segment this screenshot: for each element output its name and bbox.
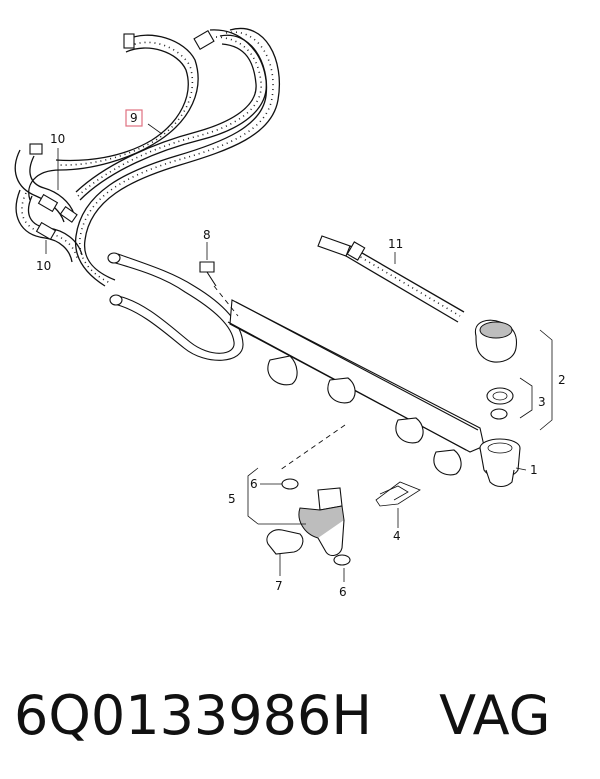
leader-lines (45, 123, 553, 582)
fuel-hose-assembly (14, 27, 280, 287)
retaining-clip (375, 481, 421, 507)
highlight-box (125, 109, 143, 127)
callout-7: 7 (275, 579, 283, 593)
callout-6-lower: 6 (339, 585, 347, 599)
part-caption: 6Q0133986H VAG (14, 676, 594, 756)
callout-10-lower: 10 (36, 259, 51, 273)
pressure-regulator (474, 319, 518, 420)
callout-9: 9 (130, 111, 138, 125)
callout-11: 11 (388, 237, 403, 251)
callout-2: 2 (558, 373, 566, 387)
callout-10-upper: 10 (50, 132, 65, 146)
vacuum-hose (317, 235, 465, 323)
callout-8: 8 (203, 228, 211, 242)
fuel-injector (266, 424, 351, 566)
brand-name: VAG (439, 684, 551, 747)
callout-6-upper: 6 (250, 477, 258, 491)
part-number: 6Q0133986H (14, 684, 372, 747)
fuel-supply-pipe (107, 252, 244, 361)
fuel-rail (227, 299, 521, 488)
bolt (199, 261, 239, 317)
fuel-rail-exploded-diagram: 9 10 10 8 11 2 3 1 6 5 4 7 6 (14, 27, 566, 599)
callout-3: 3 (538, 395, 546, 409)
callout-5: 5 (228, 492, 236, 506)
callout-4: 4 (393, 529, 401, 543)
callout-1: 1 (530, 463, 538, 477)
